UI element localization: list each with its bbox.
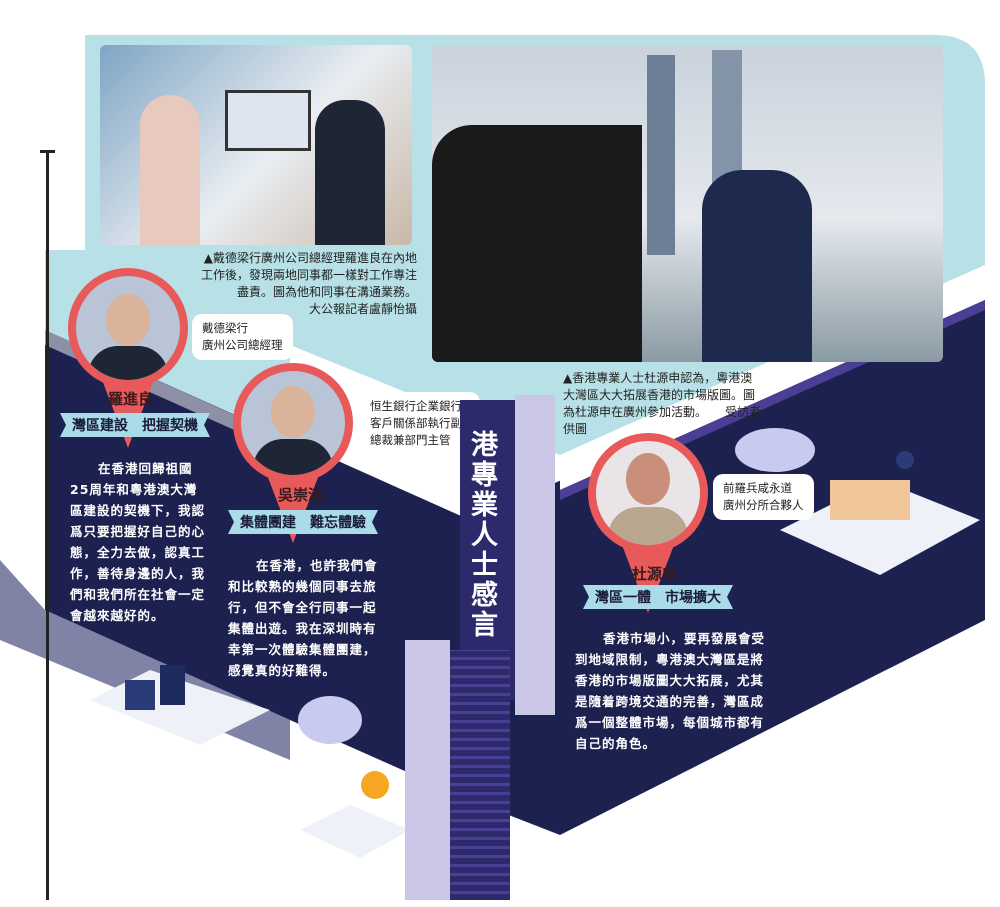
portrait-photo bbox=[588, 433, 708, 553]
profile-headline-2: 集體團建 難忘體驗 bbox=[228, 510, 378, 534]
city-interview-photo bbox=[432, 45, 943, 362]
profile-pin-2 bbox=[233, 363, 353, 543]
caption-credit: 受訪者供圖 bbox=[563, 405, 762, 436]
server-platform bbox=[300, 771, 410, 858]
profile-quote-3: 香港市場小，要再發展會受到地域限制，粵港澳大灣區是將香港的市場版圖大大拓展，尤其… bbox=[575, 631, 766, 751]
profile-pin-3 bbox=[588, 433, 708, 613]
caption-text: ▲香港專業人士杜源申認為，粵港澳大灣區大大拓展香港的市場版圖。圖為杜源申在廣州參… bbox=[563, 371, 756, 419]
profile-title-3: 前羅兵咸永道 廣州分所合夥人 bbox=[713, 474, 814, 520]
profile-name-1: 羅進良 bbox=[108, 390, 154, 408]
profile-headline-3: 灣區一體 市場擴大 bbox=[583, 585, 733, 609]
portrait-photo bbox=[233, 363, 353, 483]
office-platform-right bbox=[780, 451, 980, 575]
caption-credit: 大公報記者盧靜怡攝 bbox=[308, 302, 417, 316]
profile-name-3: 杜源申 bbox=[632, 565, 678, 583]
profile-name-2: 吳崇溱 bbox=[278, 486, 324, 504]
divider-line bbox=[40, 150, 55, 900]
office-platform-left bbox=[90, 665, 270, 745]
profile-quote-2: 在香港，也許我們會和比較熟的幾個同事去旅行，但不會全行同事一起集體出遊。我在深圳… bbox=[228, 558, 378, 678]
profile-headline-1: 灣區建設 把握契機 bbox=[60, 413, 210, 437]
profile-quote-1: 在香港回歸祖國25周年和粵港澳大灣區建設的契機下，我認爲只要把握好自己的心態，全… bbox=[70, 461, 206, 623]
profile-pin-1 bbox=[68, 268, 188, 448]
photo-caption-1: ▲戴德梁行廣州公司總經理羅進良在內地工作後，發現兩地同事都一樣對工作專注盡責。圖… bbox=[192, 250, 417, 318]
cloud-icon bbox=[298, 428, 815, 744]
portrait-photo bbox=[68, 268, 188, 388]
photo-caption-2: ▲香港專業人士杜源申認為，粵港澳大灣區大大拓展香港的市場版圖。圖為杜源申在廣州參… bbox=[563, 370, 763, 438]
profile-title-1: 戴德梁行 廣州公司總經理 bbox=[192, 314, 293, 360]
office-meeting-photo bbox=[100, 45, 412, 245]
caption-text: ▲戴德梁行廣州公司總經理羅進良在內地工作後，發現兩地同事都一樣對工作專注盡責。圖… bbox=[200, 251, 417, 299]
vertical-title: 港專業人士感言 bbox=[466, 430, 497, 640]
